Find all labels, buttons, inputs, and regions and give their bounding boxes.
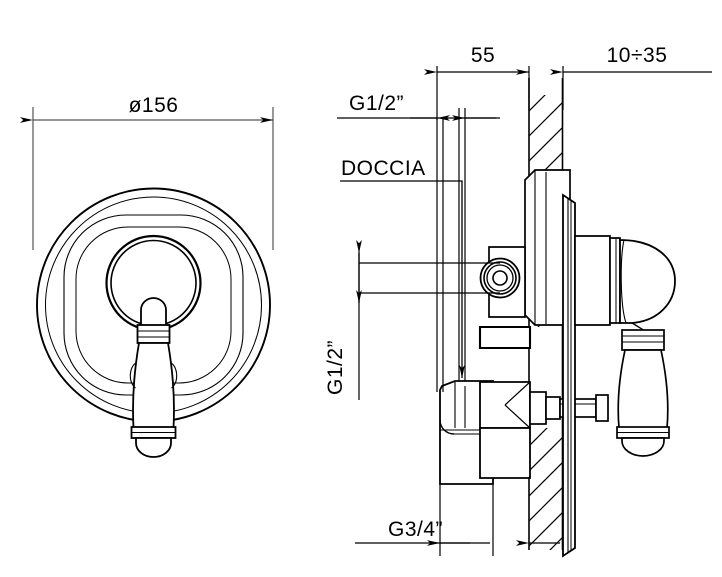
- front-barrel: [574, 235, 621, 326]
- dim-label-bottom-thread: G3/4”: [388, 518, 443, 541]
- dim-label-side-thread: G1/2”: [324, 340, 347, 395]
- dim-label-wall-thickness: 10÷35: [607, 44, 668, 67]
- flange-plate: [562, 193, 576, 558]
- label-doccia: DOCCIA: [341, 157, 426, 180]
- front-view-extension-lines: [32, 107, 274, 250]
- outlet-elbow: [439, 380, 531, 485]
- top-pipe-lines: [436, 108, 466, 392]
- inlet-port: [479, 257, 521, 299]
- leader-doccia: [340, 180, 463, 300]
- dimension-annotations: ø156 55 10÷35 G1/2” DOCCIA G1/2” G3/4”: [129, 44, 712, 556]
- section-view: [436, 78, 676, 558]
- dim-10-35: [550, 66, 712, 110]
- dim-label-diameter: ø156: [129, 94, 179, 117]
- front-view: [20, 107, 274, 458]
- side-lever-handle: [616, 329, 670, 457]
- dim-55: [424, 66, 530, 120]
- dim-g12-side: [356, 240, 500, 400]
- dim-label-depth: 55: [471, 44, 495, 67]
- leader-g34: [355, 484, 560, 556]
- front-lever-handle: [129, 297, 178, 458]
- dim-label-top-thread: G1/2”: [349, 92, 404, 115]
